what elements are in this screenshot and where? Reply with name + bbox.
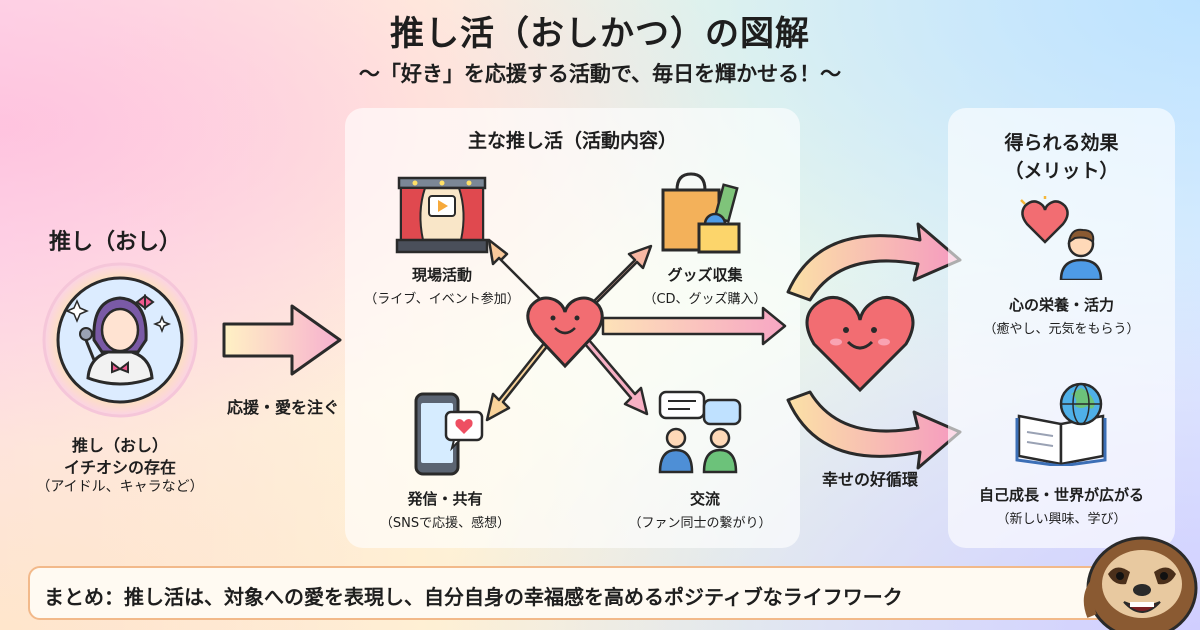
activity-label-goods: グッズ収集 xyxy=(667,266,743,284)
shopping-bag-icon xyxy=(661,172,741,254)
sloth-mascot-icon xyxy=(1083,536,1198,630)
oshi-caption-1: 推し（おし） xyxy=(71,436,168,455)
summary-text: まとめ：推し活は、対象への愛を表現し、自分自身の幸福感を高めるポジティブなライフ… xyxy=(44,585,903,609)
page-title: 推し活（おしかつ）の図解 xyxy=(390,14,810,54)
chat-people-icon xyxy=(658,390,742,474)
effects-heading-1: 得られる効果 xyxy=(1004,132,1119,154)
idol-icon xyxy=(42,262,198,418)
spoke-arrows xyxy=(485,238,787,422)
smartphone-icon xyxy=(414,392,484,476)
oshi-caption-2: イチオシの存在 xyxy=(63,458,176,477)
center-hub xyxy=(485,238,787,422)
oshi-heading: 推し（おし） xyxy=(48,230,181,255)
oshi-caption-3: （アイドル、キャラなど） xyxy=(36,479,204,495)
effects-heading-2: （メリット） xyxy=(1004,160,1119,182)
book-globe-icon xyxy=(1015,382,1107,466)
stage-icon xyxy=(395,176,489,254)
support-label: 応援・愛を注ぐ xyxy=(226,398,339,417)
effect-label-energy: 心の栄養・活力 xyxy=(1008,296,1114,314)
effect-sub-growth: （新しい興味、学び） xyxy=(996,512,1127,527)
page-subtitle: 〜「好き」を応援する活動で、毎日を輝かせる！〜 xyxy=(358,62,842,86)
activities-heading: 主な推し活（活動内容） xyxy=(467,130,677,152)
activity-label-sns: 発信・共有 xyxy=(407,490,483,508)
activity-sub-sns: （SNSで応援、感想） xyxy=(379,516,511,531)
effect-sub-energy: （癒やし、元気をもらう） xyxy=(983,322,1140,337)
activity-label-live: 現場活動 xyxy=(411,266,472,284)
summary-box: まとめ：推し活は、対象への愛を表現し、自分自身の幸福感を高めるポジティブなライフ… xyxy=(28,566,1108,620)
cycle-arrows xyxy=(786,222,962,470)
activity-sub-goods: （CD、グッズ購入） xyxy=(643,292,767,307)
cycle-label: 幸せの好循環 xyxy=(821,470,918,489)
heart-person-icon xyxy=(1020,196,1103,280)
activity-sub-live: （ライブ、イベント参加） xyxy=(364,292,520,307)
activity-sub-exchange: （ファン同士の繋がり） xyxy=(628,516,772,531)
support-arrow xyxy=(222,304,342,376)
activity-label-exchange: 交流 xyxy=(689,490,720,508)
effects-panel xyxy=(948,108,1175,548)
cycle-heart-icon xyxy=(805,296,915,393)
effect-label-growth: 自己成長・世界が広がる xyxy=(978,486,1144,504)
